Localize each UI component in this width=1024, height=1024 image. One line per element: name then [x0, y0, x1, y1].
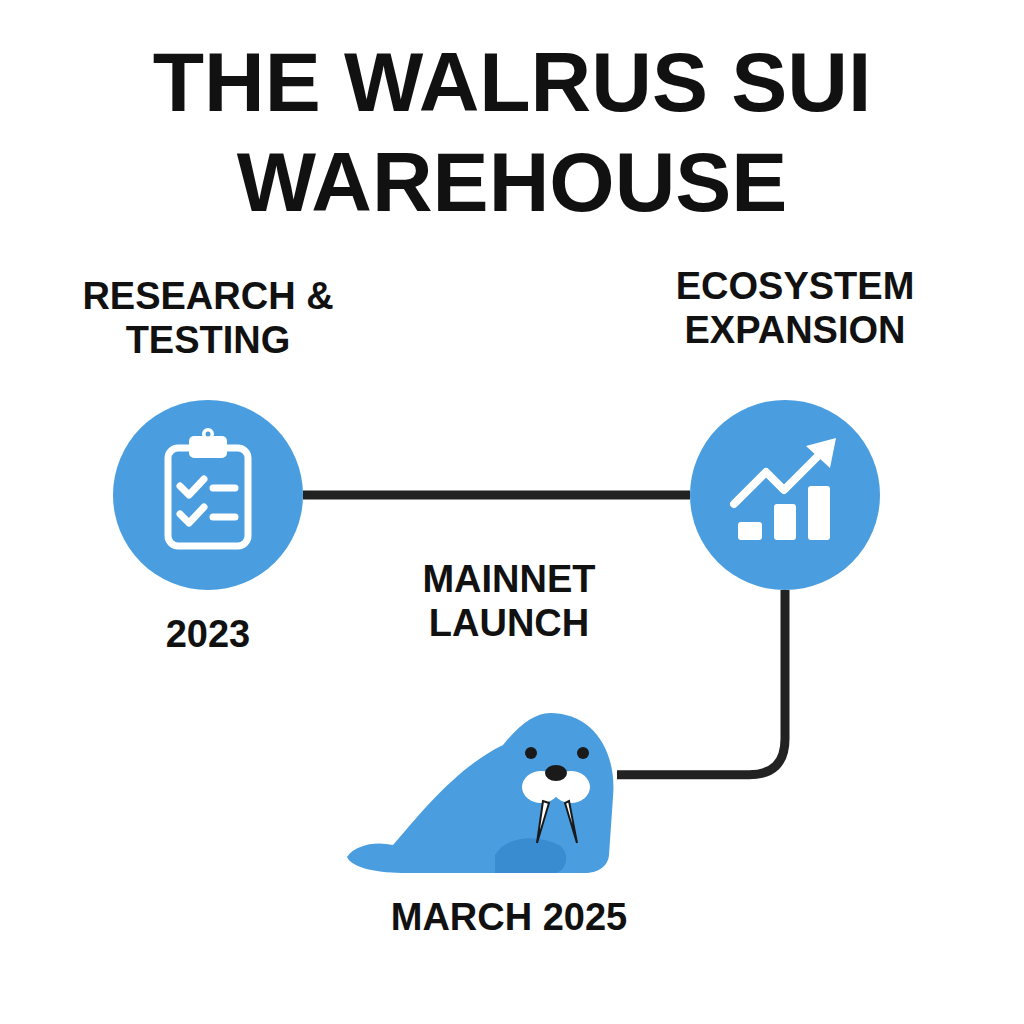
milestone-heading: MAINNET LAUNCH [384, 557, 634, 645]
milestone-circle: RESEARCH & TESTING2023 [113, 400, 303, 590]
milestone-heading: RESEARCH & TESTING [58, 274, 358, 362]
milestone-circle-shape [113, 400, 303, 590]
timeline-connector [303, 491, 690, 500]
timeline-connector [617, 590, 785, 775]
milestone-circle-shape [690, 400, 880, 590]
milestone-date: 2023 [108, 612, 308, 656]
walrus-figure: MAINNET LAUNCHMARCH 2025 [345, 705, 617, 875]
milestone-heading: ECOSYSTEM EXPANSION [645, 264, 945, 352]
walrus-figure-shape [345, 705, 617, 875]
milestone-circle: ECOSYSTEM EXPANSION [690, 400, 880, 590]
milestone-date: MARCH 2025 [349, 895, 669, 939]
diagram-title: THE WALRUS SUI WAREHOUSE [62, 32, 962, 232]
